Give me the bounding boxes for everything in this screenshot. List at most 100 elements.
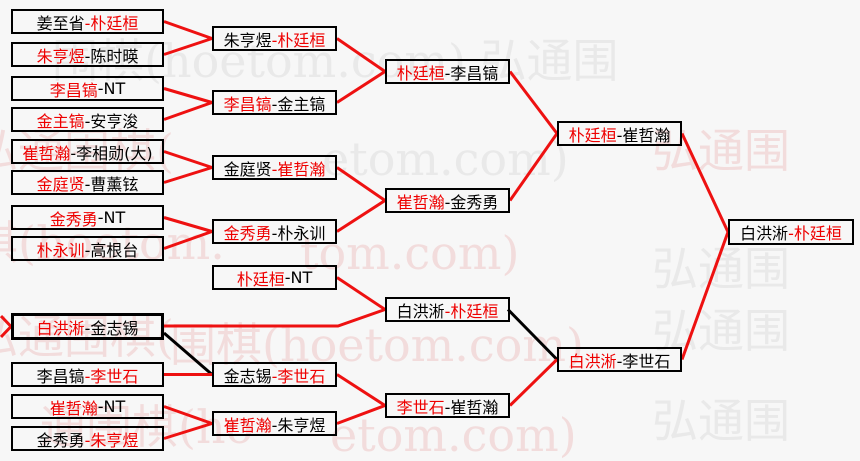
player-left: 李昌镐: [36, 366, 85, 386]
winner-connector-line: [336, 37, 386, 73]
player-right: -NT: [97, 397, 126, 416]
winner-connector-line: [336, 404, 386, 425]
player-left: 朴廷桓: [396, 63, 445, 83]
match-box-round-1-3: 李昌镐-NT: [11, 76, 164, 101]
match-box-round-1-11: 崔哲瀚-NT: [11, 394, 164, 419]
player-right: -金志锡: [84, 318, 139, 338]
player-left: 朴廷桓: [568, 125, 617, 145]
winner-connector-line: [336, 276, 386, 311]
winner-connector-line: [163, 405, 213, 425]
winner-connector-line: [163, 150, 213, 169]
match-box-round-3-1: 朴廷桓-李昌镐: [385, 59, 510, 84]
match-box-round-2-7: 崔哲瀚-朱亨煜: [212, 411, 337, 436]
match-box-round-1-6: 金庭贤-曹薰铉: [11, 170, 164, 195]
player-left: 崔哲瀚: [396, 192, 445, 212]
winner-connector-line: [163, 20, 213, 40]
match-box-round-1-4: 金主镐-安亨浚: [11, 107, 164, 132]
winner-connector-line: [680, 231, 730, 361]
loser-connector-line: [506, 308, 559, 361]
winner-connector-line: [0, 314, 13, 328]
player-left: 崔哲瀚: [49, 398, 98, 418]
match-box-round-2-2: 李昌镐-金主镐: [212, 90, 337, 115]
player-right: -金主镐: [271, 94, 326, 114]
player-right: -李世石: [84, 366, 139, 386]
match-box-semifinal-2: 白洪淅-李世石: [557, 347, 682, 372]
player-right: -朴永训: [271, 223, 326, 243]
player-left: 白洪淅: [36, 318, 85, 338]
winner-connector-line: [163, 166, 213, 184]
player-right: -NT: [97, 79, 126, 98]
player-right: -朴廷桓: [444, 301, 499, 321]
winner-connector-line: [163, 101, 213, 121]
match-box-round-1-9: 白洪淅-金志锡: [11, 313, 164, 340]
player-left: 李昌镐: [49, 80, 98, 100]
player-right: -陈时暎: [84, 46, 139, 66]
watermark-text: 弘通围棋(: [0, 124, 174, 178]
match-box-final-1: 白洪淅-朴廷桓: [728, 219, 854, 245]
winner-connector-line: [336, 70, 386, 104]
match-box-semifinal-1: 朴廷桓-崔哲瀚: [557, 121, 682, 146]
winner-connector-line: [508, 132, 559, 202]
winner-connector-line: [164, 308, 386, 328]
player-right: -崔哲瀚: [616, 125, 671, 145]
player-right: -NT: [284, 268, 313, 287]
winner-connector-line: [508, 358, 559, 407]
player-right: -崔哲瀚: [444, 397, 499, 417]
player-left: 李昌镐: [223, 94, 272, 114]
match-box-round-3-3: 白洪淅-朴廷桓: [385, 297, 510, 322]
player-right: -朱亨煜: [271, 415, 326, 435]
match-box-round-2-1: 朱亨煜-朴廷桓: [212, 26, 337, 51]
player-left: 金主镐: [36, 111, 85, 131]
match-box-round-2-4: 金秀勇-朴永训: [212, 219, 337, 244]
player-left: 金秀勇: [36, 430, 85, 450]
match-box-round-1-1: 姜至省-朴廷桓: [11, 9, 164, 34]
player-left: 白洪淅: [740, 224, 789, 243]
player-right: -朴廷桓: [271, 30, 326, 50]
player-left: 金秀勇: [223, 223, 272, 243]
match-box-round-1-12: 金秀勇-朱亨煜: [11, 426, 164, 451]
winner-connector-line: [336, 199, 386, 233]
winner-connector-line: [163, 422, 213, 440]
match-box-round-3-4: 李世石-崔哲瀚: [385, 393, 510, 418]
player-left: 朴永训: [36, 240, 85, 260]
player-left: 白洪淅: [396, 301, 445, 321]
player-left: 崔哲瀚: [22, 143, 71, 163]
player-left: 金志锡: [223, 366, 272, 386]
player-right: -李昌镐: [444, 63, 499, 83]
player-left: 金庭贤: [36, 174, 85, 194]
winner-connector-line: [163, 87, 213, 104]
player-left: 白洪淅: [568, 351, 617, 371]
match-box-round-3-2: 崔哲瀚-金秀勇: [385, 188, 510, 213]
player-right: -金秀勇: [444, 192, 499, 212]
player-right: -朱亨煜: [84, 430, 139, 450]
player-right: -NT: [97, 208, 126, 227]
winner-connector-line: [680, 132, 730, 233]
player-right: -安亨浚: [84, 111, 139, 131]
loser-connector-line: [163, 331, 213, 376]
player-right: -李相勋(大): [70, 143, 153, 163]
match-box-round-1-10: 李昌镐-李世石: [11, 362, 164, 387]
player-left: 姜至省: [36, 13, 85, 33]
player-right: -李世石: [271, 366, 326, 386]
player-left: 金秀勇: [49, 209, 98, 229]
winner-connector-line: [336, 373, 386, 407]
winner-connector-line: [336, 166, 386, 202]
watermark-text: 弘通围: [652, 124, 790, 178]
player-right: -崔哲瀚: [271, 159, 326, 179]
watermark-text: 弘通围: [652, 394, 790, 448]
match-box-round-1-2: 朱亨煜-陈时暎: [11, 42, 164, 67]
watermark-text: 弘通围: [652, 304, 790, 358]
player-left: 朱亨煜: [36, 46, 85, 66]
player-right: -高根台: [84, 240, 139, 260]
player-left: 崔哲瀚: [223, 415, 272, 435]
match-box-round-2-5: 朴廷桓-NT: [212, 265, 337, 290]
winner-connector-line: [508, 70, 559, 135]
player-left: 李世石: [396, 397, 445, 417]
winner-connector-line: [163, 216, 213, 233]
player-right: -朴廷桓: [84, 13, 139, 33]
match-box-round-2-6: 金志锡-李世石: [212, 362, 337, 387]
match-box-round-1-5: 崔哲瀚-李相勋(大): [11, 139, 164, 164]
